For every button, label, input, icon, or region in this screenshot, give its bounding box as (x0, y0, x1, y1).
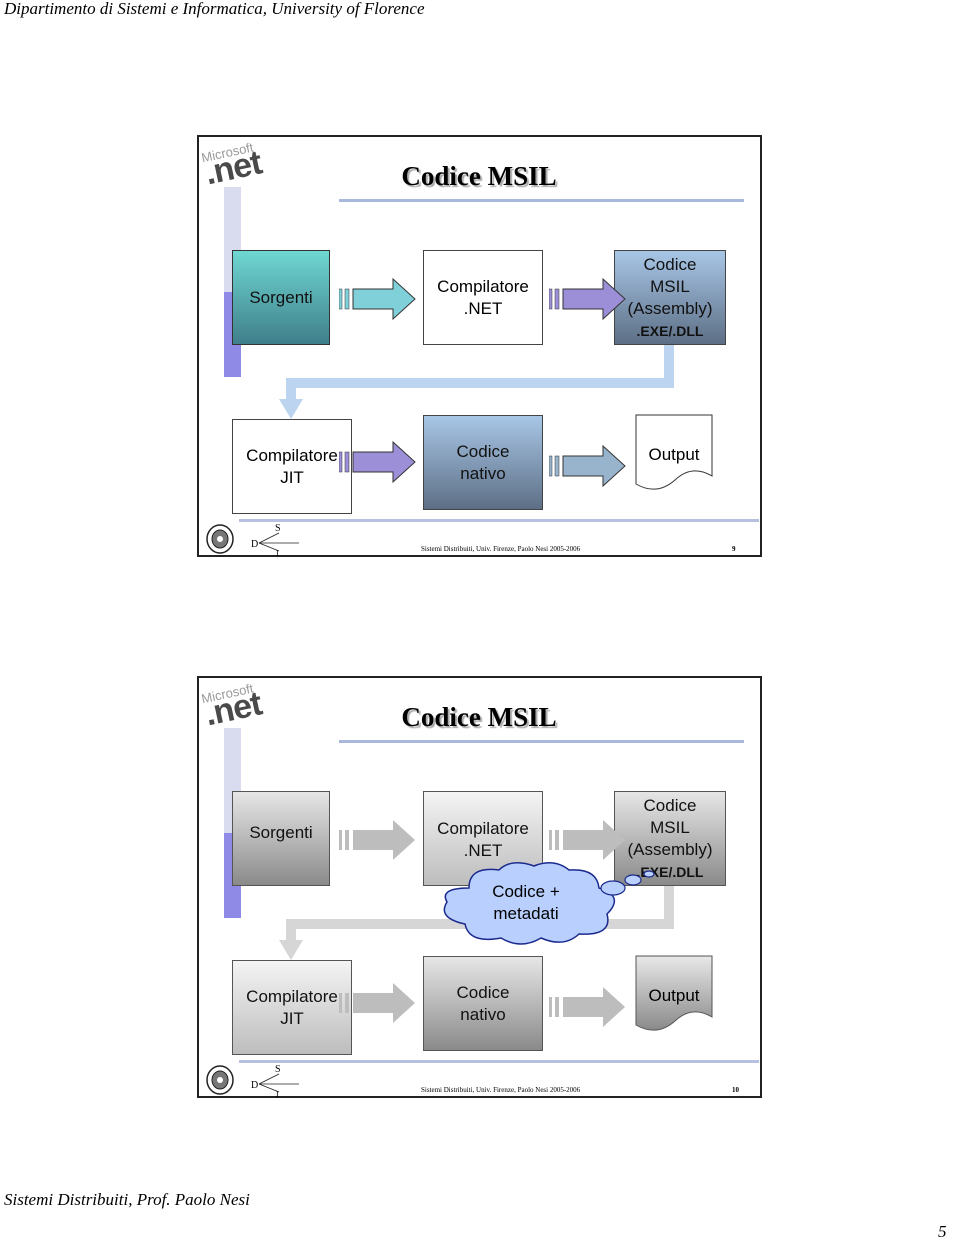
codice-nativo-box: Codice nativo (423, 415, 543, 510)
svg-text:S: S (275, 523, 281, 534)
slide-page-number: 10 (732, 1086, 739, 1094)
university-seal-icon (206, 524, 234, 554)
arrow-right-icon (549, 277, 626, 321)
page-header: Dipartimento di Sistemi e Informatica, U… (4, 0, 425, 18)
dsi-logo-icon: D S I (251, 1064, 299, 1098)
slide-2: Microsoft .net Codice MSIL Sorgenti Comp… (197, 676, 762, 1098)
arrow-right-icon (339, 820, 415, 860)
codice-nativo-box: Codice nativo (423, 956, 543, 1051)
sorgenti-box: Sorgenti (232, 791, 330, 886)
output-document-icon (635, 414, 713, 490)
svg-text:I: I (276, 549, 279, 557)
svg-text:D: D (251, 539, 258, 550)
compilatore-jit-box: Compilatore JIT (232, 960, 352, 1055)
slide-footer-rule (239, 519, 759, 522)
slide-footer-rule (239, 1060, 759, 1063)
output-label: Output (648, 445, 700, 464)
slide-footer-text: Sistemi Distribuiti, Univ. Firenze, Paol… (421, 545, 581, 553)
slide-footer-text: Sistemi Distribuiti, Univ. Firenze, Paol… (421, 1086, 581, 1094)
arrow-right-icon (549, 444, 626, 488)
svg-text:I: I (276, 1090, 279, 1098)
output-document-icon (635, 955, 713, 1031)
arrow-right-icon (339, 277, 416, 321)
slide-title: Codice MSIL (401, 161, 557, 191)
arrow-right-icon (549, 820, 625, 860)
codice-msil-box: Codice MSIL (Assembly) .EXE/.DLL (614, 250, 726, 345)
svg-text:S: S (275, 1064, 281, 1075)
svg-text:D: D (251, 1080, 258, 1091)
arrow-right-icon (549, 987, 625, 1027)
dsi-logo-icon: D S I (251, 523, 299, 557)
slide-page-number: 9 (732, 545, 736, 553)
thought-cloud-icon (443, 862, 655, 945)
title-underline (339, 740, 744, 743)
codice-msil-label: Codice MSIL (Assembly) (627, 795, 713, 859)
compilatore-net-box: Compilatore .NET (423, 250, 543, 345)
callout-text: Codice + metadati (492, 882, 560, 923)
title-underline (339, 199, 744, 202)
slide-title: Codice MSIL (401, 702, 557, 732)
compilatore-jit-box: Compilatore JIT (232, 419, 352, 514)
arrow-right-icon (339, 440, 416, 484)
arrow-right-icon (339, 983, 415, 1023)
page-number: 5 (938, 1222, 947, 1241)
page-footer: Sistemi Distribuiti, Prof. Paolo Nesi (4, 1190, 250, 1209)
flow-connector (279, 345, 674, 419)
slide-1: Microsoft .net Codice MSIL Sorgenti Comp… (197, 135, 762, 557)
exe-dll-label: .EXE/.DLL (636, 322, 704, 339)
university-seal-icon (206, 1065, 234, 1095)
codice-msil-label: Codice MSIL (Assembly) (627, 254, 713, 318)
codice-msil-box: Codice MSIL (Assembly) .EXE/.DLL (614, 791, 726, 886)
output-label: Output (648, 986, 700, 1005)
sorgenti-box: Sorgenti (232, 250, 330, 345)
